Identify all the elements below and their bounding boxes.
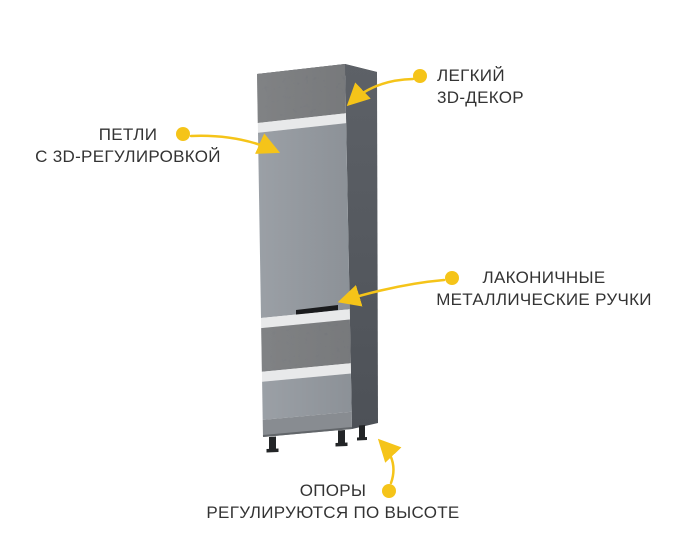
callout-handles-label: ЛАКОНИЧНЫЕ МЕТАЛЛИЧЕСКИЕ РУЧКИ	[420, 267, 668, 311]
callout-dot-hinges	[176, 127, 190, 141]
arrow-to-decor	[346, 77, 415, 107]
callout-decor-label: ЛЕГКИЙ 3D-ДЕКОР	[437, 65, 524, 109]
callout-handles-line1: ЛАКОНИЧНЫЕ	[482, 268, 606, 287]
callout-hinges-label: ПЕТЛИ С 3D-РЕГУЛИРОВКОЙ	[17, 124, 239, 168]
arrow-to-hinges	[189, 133, 281, 154]
decor-top-texture	[257, 64, 346, 123]
callout-hinges-line2: С 3D-РЕГУЛИРОВКОЙ	[35, 147, 221, 166]
callout-dot-handles	[445, 271, 459, 285]
cabinet-legs	[266, 425, 367, 453]
callout-decor-line2: 3D-ДЕКОР	[437, 88, 524, 107]
callout-supports-label: ОПОРЫ РЕГУЛИРУЮТСЯ ПО ВЫСОТЕ	[180, 480, 486, 524]
callout-supports-line2: РЕГУЛИРУЮТСЯ ПО ВЫСОТЕ	[206, 503, 460, 522]
callout-dot-supports	[382, 484, 396, 498]
divider-strip-middle	[261, 309, 350, 329]
decor-drawer-texture	[261, 319, 351, 372]
door-handle	[296, 305, 338, 315]
cabinet-base-edge	[262, 427, 353, 437]
cabinet-door	[258, 123, 350, 318]
cabinet-lower-drawer-panel	[262, 373, 352, 420]
cabinet-side-panel	[345, 64, 378, 429]
callout-decor-line1: ЛЕГКИЙ	[437, 66, 505, 85]
arrow-to-handle	[337, 278, 446, 307]
arrow-to-legs	[377, 438, 402, 485]
callout-hinges-line1: ПЕТЛИ	[98, 125, 158, 144]
divider-strip-top	[257, 113, 347, 133]
callout-dot-decor	[413, 69, 427, 83]
callout-supports-line1: ОПОРЫ	[299, 481, 367, 500]
divider-strip-bottom	[261, 363, 351, 382]
callout-handles-line2: МЕТАЛЛИЧЕСКИЕ РУЧКИ	[436, 290, 652, 309]
